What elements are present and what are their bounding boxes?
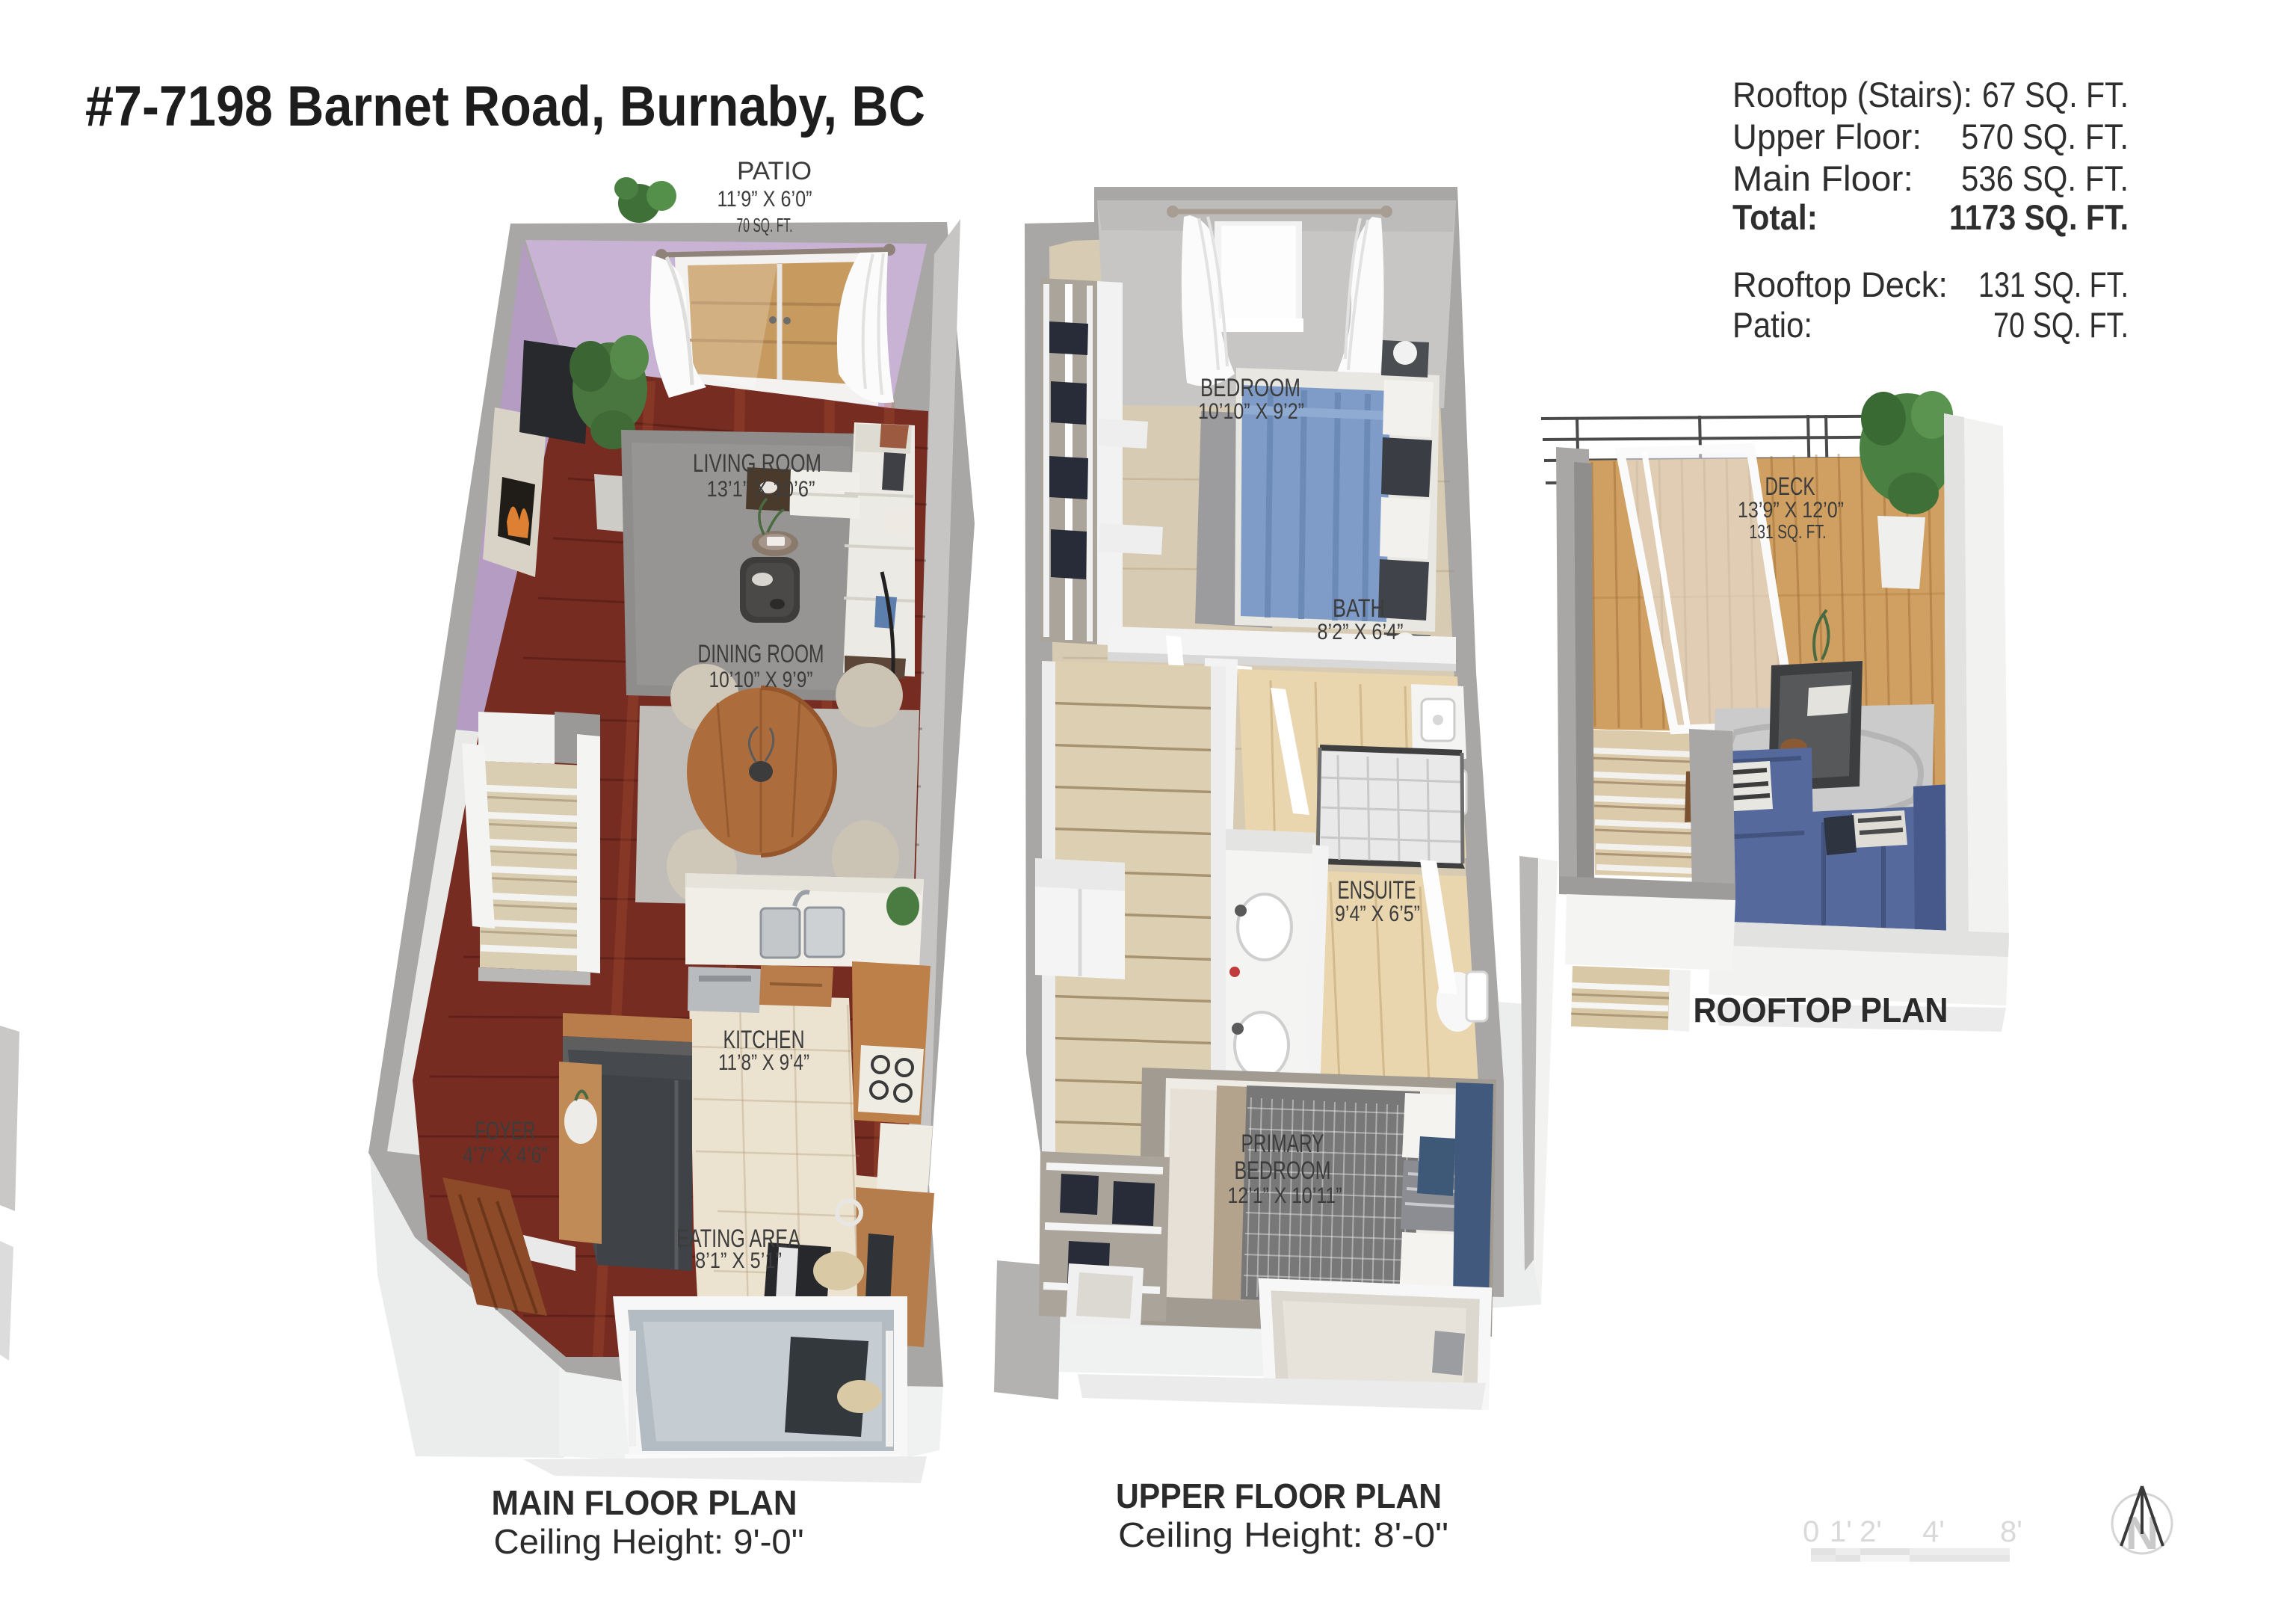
svg-text:536 SQ. FT.: 536 SQ. FT. (1961, 158, 2129, 198)
svg-text:12’1” X 10’11”: 12’1” X 10’11” (1228, 1183, 1342, 1208)
svg-text:Main Floor:: Main Floor: (1732, 158, 1913, 198)
svg-text:4': 4' (1922, 1515, 1945, 1548)
svg-text:570 SQ. FT.: 570 SQ. FT. (1961, 117, 2129, 156)
svg-text:13’1” X 10’6”: 13’1” X 10’6” (707, 477, 815, 502)
svg-text:FOYER: FOYER (475, 1117, 536, 1145)
svg-text:BATH: BATH (1333, 594, 1385, 623)
svg-text:#7-7198 Barnet Road, Burnaby,: #7-7198 Barnet Road, Burnaby, BC (85, 75, 925, 138)
svg-text:KITCHEN: KITCHEN (723, 1026, 805, 1054)
svg-text:ENSUITE: ENSUITE (1338, 876, 1416, 905)
svg-text:Upper Floor:: Upper Floor: (1732, 117, 1922, 156)
svg-text:131 SQ. FT.: 131 SQ. FT. (1750, 520, 1827, 543)
svg-text:11’8” X 9’4”: 11’8” X 9’4” (718, 1050, 809, 1075)
svg-text:10’10” X 9’9”: 10’10” X 9’9” (709, 668, 813, 692)
svg-text:BEDROOM: BEDROOM (1235, 1157, 1331, 1185)
svg-text:LIVING ROOM: LIVING ROOM (693, 449, 821, 478)
svg-text:DECK: DECK (1765, 472, 1815, 501)
svg-text:Rooftop (Stairs):: Rooftop (Stairs): (1732, 75, 1972, 114)
svg-text:Total:: Total: (1732, 197, 1818, 237)
svg-text:ROOFTOP PLAN: ROOFTOP PLAN (1694, 991, 1948, 1029)
svg-text:PRIMARY: PRIMARY (1241, 1130, 1324, 1158)
svg-text:70 SQ. FT.: 70 SQ. FT. (1993, 305, 2129, 345)
svg-text:Ceiling Height: 9'-0": Ceiling Height: 9'-0" (494, 1522, 804, 1561)
svg-text:10’10” X 9’2”: 10’10” X 9’2” (1198, 399, 1304, 424)
svg-text:13’9” X 12’0”: 13’9” X 12’0” (1738, 498, 1844, 523)
svg-text:8’1” X 5’1”: 8’1” X 5’1” (695, 1248, 782, 1273)
svg-text:2': 2' (1860, 1515, 1882, 1548)
svg-text:67 SQ. FT.: 67 SQ. FT. (1982, 75, 2129, 114)
svg-text:MAIN FLOOR PLAN: MAIN FLOOR PLAN (492, 1483, 797, 1522)
svg-text:8’2” X 6’4”: 8’2” X 6’4” (1318, 620, 1404, 644)
svg-text:70 SQ. FT.: 70 SQ. FT. (737, 214, 793, 236)
svg-text:EATING AREA: EATING AREA (676, 1225, 800, 1253)
svg-text:Ceiling Height: 8'-0": Ceiling Height: 8'-0" (1118, 1515, 1448, 1554)
svg-text:DINING ROOM: DINING ROOM (698, 640, 824, 668)
svg-text:Rooftop Deck:: Rooftop Deck: (1732, 265, 1948, 304)
svg-text:4’7” X 4’6”: 4’7” X 4’6” (463, 1143, 548, 1168)
svg-text:131 SQ. FT.: 131 SQ. FT. (1978, 265, 2129, 304)
svg-text:9’4” X 6’5”: 9’4” X 6’5” (1335, 902, 1420, 926)
svg-text:1': 1' (1830, 1515, 1852, 1548)
svg-text:11’9” X 6’0”: 11’9” X 6’0” (718, 187, 812, 212)
svg-text:1173 SQ. FT.: 1173 SQ. FT. (1949, 197, 2129, 237)
svg-text:PATIO: PATIO (737, 157, 812, 185)
svg-text:BEDROOM: BEDROOM (1200, 374, 1300, 402)
svg-text:8': 8' (2000, 1515, 2022, 1548)
svg-text:0: 0 (1803, 1515, 1819, 1548)
svg-text:UPPER FLOOR PLAN: UPPER FLOOR PLAN (1116, 1476, 1442, 1515)
svg-text:Patio:: Patio: (1732, 305, 1812, 345)
